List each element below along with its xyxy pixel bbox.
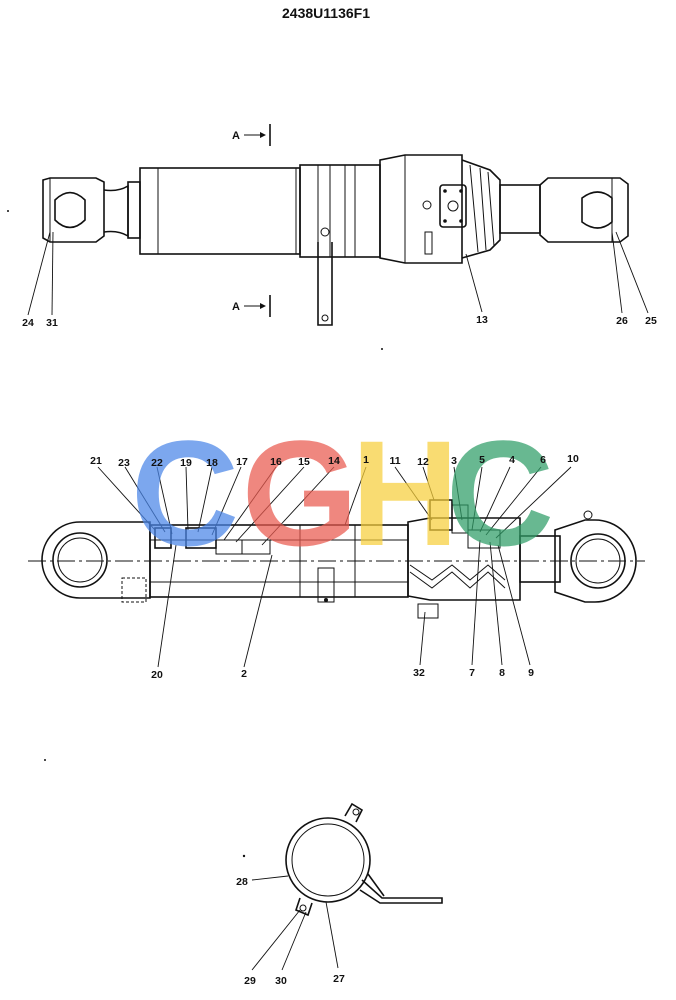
callout-29: 29 xyxy=(244,975,256,987)
section-marker-a-bottom: A xyxy=(232,295,271,317)
callout-20: 20 xyxy=(151,669,163,681)
callout-14: 14 xyxy=(328,455,340,467)
callout-11: 11 xyxy=(389,455,400,467)
callouts-middle-top: 21 23 22 19 18 17 16 15 14 1 11 12 3 5 4… xyxy=(90,453,579,469)
callout-25: 25 xyxy=(645,315,657,327)
callout-17: 17 xyxy=(236,456,248,468)
callout-18: 18 xyxy=(206,457,218,469)
callout-1: 1 xyxy=(363,454,369,466)
callout-16: 16 xyxy=(270,456,282,468)
callout-6: 6 xyxy=(540,454,546,466)
callouts-middle-bottom: 20 2 32 7 8 9 xyxy=(151,667,534,681)
callout-22: 22 xyxy=(151,457,163,469)
watermark: C G H C xyxy=(131,409,554,577)
section-marker-a-top: A xyxy=(232,124,271,146)
clamp-section-view xyxy=(285,802,443,917)
clamp-leaders xyxy=(251,875,339,971)
callout-28: 28 xyxy=(236,876,248,888)
callout-2: 2 xyxy=(241,668,247,680)
top-view-leaders xyxy=(27,231,649,316)
drawing-number: 2438U1136F1 xyxy=(282,5,370,21)
callout-8: 8 xyxy=(499,667,505,679)
scan-specks xyxy=(7,210,383,858)
callout-5: 5 xyxy=(479,454,485,466)
callout-30: 30 xyxy=(275,975,287,987)
svg-text:A: A xyxy=(232,130,240,142)
watermark-letter-3: H xyxy=(351,409,459,577)
cylinder-section-view xyxy=(28,499,645,619)
callout-3: 3 xyxy=(451,455,457,467)
section-view-leaders xyxy=(97,466,572,668)
callout-23: 23 xyxy=(118,457,130,469)
callout-21: 21 xyxy=(90,455,102,467)
callout-32: 32 xyxy=(413,667,425,679)
callout-26: 26 xyxy=(616,315,628,327)
svg-text:A: A xyxy=(232,301,240,313)
cylinder-external-view xyxy=(42,154,629,326)
callout-27: 27 xyxy=(333,973,345,985)
watermark-letter-1: C xyxy=(131,409,239,577)
callout-31: 31 xyxy=(46,317,58,329)
watermark-letter-4: C xyxy=(446,409,554,577)
callout-24: 24 xyxy=(22,317,34,329)
callout-15: 15 xyxy=(298,456,310,468)
callout-19: 19 xyxy=(180,457,192,469)
watermark-letter-2: G xyxy=(242,409,359,577)
callouts-top: 24 31 13 26 25 xyxy=(22,314,657,329)
callouts-bottom: 28 29 30 27 xyxy=(236,876,345,987)
callout-7: 7 xyxy=(469,667,475,679)
callout-12: 12 xyxy=(417,456,429,468)
callout-13: 13 xyxy=(476,314,488,326)
callout-9: 9 xyxy=(528,667,534,679)
callout-4: 4 xyxy=(509,454,515,466)
callout-10: 10 xyxy=(567,453,579,465)
